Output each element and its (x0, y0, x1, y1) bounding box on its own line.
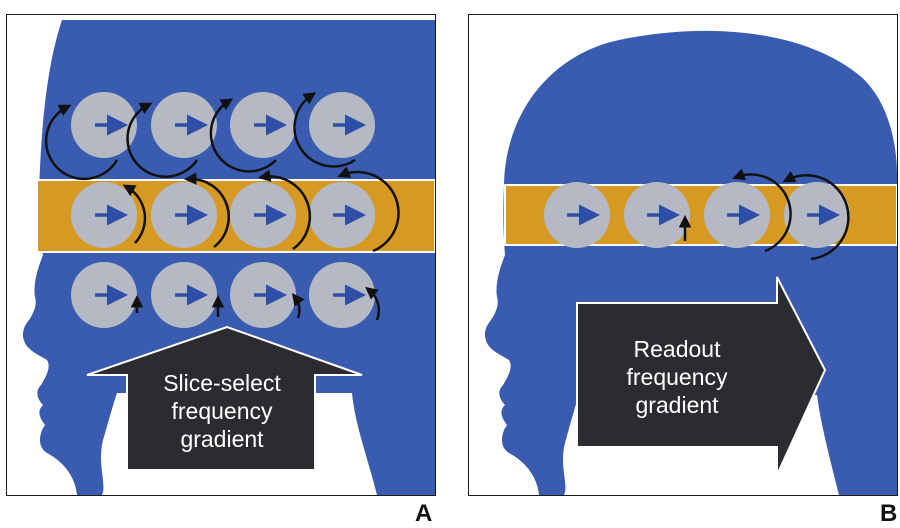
phase-arc (291, 293, 305, 319)
spin-grid (44, 92, 400, 328)
phase-arc (365, 286, 381, 321)
phase-arc (258, 169, 311, 251)
arrow-label-line-2: frequency (171, 398, 273, 424)
phase-arc (44, 104, 119, 181)
phase-arc (126, 102, 199, 178)
panel-b-readout: Readout frequency gradient (468, 14, 898, 496)
phase-arc (782, 170, 850, 261)
arrow-label-line-3: gradient (180, 426, 264, 452)
panel-a-slice-select: Slice-select frequency gradient (6, 14, 436, 496)
phase-arc (209, 98, 277, 173)
phase-arc (122, 184, 147, 244)
phase-arc (293, 92, 356, 168)
phase-arc (337, 166, 400, 253)
slice-select-gradient-arrow (86, 325, 363, 471)
phase-arc (732, 168, 792, 253)
phase-arc (184, 172, 230, 248)
spin-row (544, 168, 850, 261)
panel-label-b: B (880, 500, 898, 527)
panel-a-diagram: Slice-select frequency gradient (22, 20, 435, 495)
panel-label-a: A (415, 500, 433, 527)
arrow-label-line-1: Readout (634, 336, 722, 362)
readout-gradient-arrow (576, 276, 827, 476)
arrow-label-line-2: frequency (626, 364, 728, 390)
arrow-label-line-3: gradient (635, 392, 719, 418)
arrow-label-line-1: Slice-select (163, 370, 281, 396)
panel-b-diagram: Readout frequency gradient (484, 30, 897, 495)
